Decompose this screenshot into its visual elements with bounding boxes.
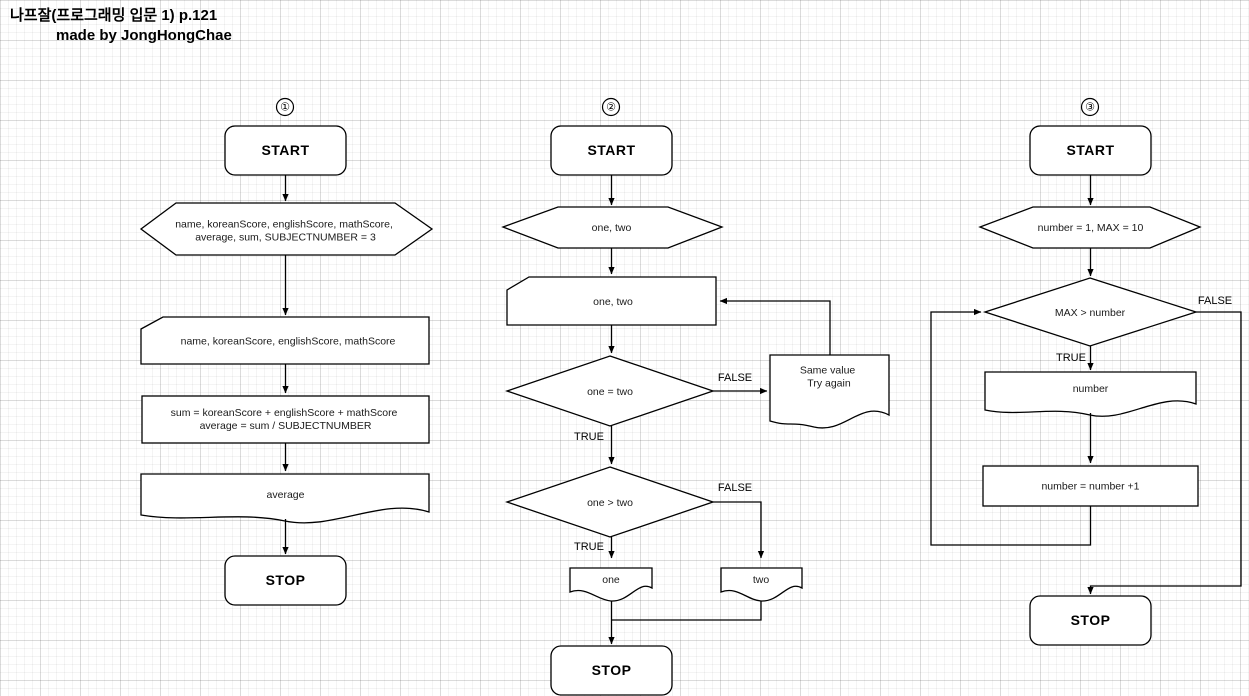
fc1-stop-terminal[interactable]: [224, 555, 347, 606]
fc1-stop-label: STOP: [266, 572, 306, 588]
fc2-input-manual[interactable]: [506, 276, 717, 326]
fc2-decision-greater-label: one > two: [587, 497, 633, 509]
flowchart-2-number-badge: ②: [601, 97, 621, 117]
fc2-retry-line-2: Try again: [807, 377, 851, 389]
fc2-conn-two-merge: [612, 601, 762, 621]
fc1-output-label: average: [267, 489, 305, 501]
fc2-label-equal-true: TRUE: [574, 431, 604, 443]
fc1-process-line-1: sum = koreanScore + englishScore + mathS…: [171, 407, 398, 419]
fc2-output-two-label: two: [753, 574, 770, 586]
fc1-process-text: sum = koreanScore + englishScore + mathS…: [171, 407, 401, 432]
flowchart-2-number: ②: [606, 101, 616, 113]
flowchart-3: ③ START number = 1, MAX = 10 MAX > numbe…: [930, 97, 1242, 646]
fc3-stop-terminal[interactable]: [1029, 595, 1152, 646]
fc3-label-false: FALSE: [1198, 295, 1232, 307]
flowchart-2: ② START one, two one, two one = two FALS…: [501, 97, 890, 696]
fc2-conn-retry-loopback: [719, 297, 831, 355]
fc1-start-label: START: [261, 142, 309, 158]
fc2-retry-text: Same value Try again: [800, 364, 858, 389]
title-line-1: 나프잘(프로그래밍 입문 1) p.121: [10, 7, 218, 24]
fc1-input-manual[interactable]: [140, 316, 430, 365]
fc3-stop-label: STOP: [1071, 612, 1111, 628]
fc2-label-greater-false: FALSE: [718, 482, 752, 494]
title-line-2: made by JongHongChae: [56, 27, 232, 45]
fc3-conn-false-to-stop: [1087, 311, 1242, 595]
flowchart-1-number-badge: ①: [275, 97, 295, 117]
fc2-conn-greater-false: [713, 501, 765, 559]
fc2-input-label: one, two: [593, 296, 633, 308]
fc3-output-label: number: [1073, 383, 1109, 395]
fc3-label-true: TRUE: [1056, 352, 1086, 364]
flowchart-3-number: ③: [1085, 101, 1095, 113]
fc2-label-equal-false: FALSE: [718, 372, 752, 384]
fc1-declare-hexagon[interactable]: [139, 202, 434, 256]
fc1-declare-line-1: name, koreanScore, englishScore, mathSco…: [175, 218, 393, 230]
fc3-process-box[interactable]: [982, 465, 1199, 507]
fc2-declare-hexagon[interactable]: [501, 206, 724, 249]
fc2-decision-greater[interactable]: [504, 466, 716, 538]
page-title: 나프잘(프로그래밍 입문 1) p.121 made by JongHongCh…: [10, 6, 232, 47]
fc1-declare-line-2: average, sum, SUBJECTNUMBER = 3: [195, 231, 376, 243]
fc2-retry-line-1: Same value: [800, 364, 856, 376]
fc3-declare-label: number = 1, MAX = 10: [1038, 222, 1144, 234]
fc1-process-line-2: average = sum / SUBJECTNUMBER: [200, 420, 372, 432]
fc2-decision-equal[interactable]: [504, 355, 716, 427]
fc2-decision-equal-label: one = two: [587, 386, 633, 398]
fc2-stop-label: STOP: [592, 662, 632, 678]
fc1-input-label: name, koreanScore, englishScore, mathSco…: [181, 335, 396, 347]
fc2-output-one-label: one: [602, 574, 620, 586]
fc3-process-label: number = number +1: [1041, 480, 1139, 492]
fc2-stop-terminal[interactable]: [550, 645, 673, 696]
fc2-start-label: START: [587, 142, 635, 158]
fc2-declare-label: one, two: [592, 222, 632, 234]
fc1-declare-text: name, koreanScore, englishScore, mathSco…: [175, 218, 396, 243]
fc3-start-label: START: [1066, 142, 1114, 158]
flowchart-1: ① START name, koreanScore, englishScore,…: [139, 97, 434, 606]
fc3-declare-hexagon[interactable]: [978, 206, 1202, 249]
flowchart-1-number: ①: [280, 101, 290, 113]
fc2-label-greater-true: TRUE: [574, 541, 604, 553]
fc2-retry-document[interactable]: [769, 354, 890, 429]
flowchart-3-number-badge: ③: [1080, 97, 1100, 117]
fc3-conn-loopback: [930, 308, 1092, 546]
fc3-decision-label: MAX > number: [1055, 307, 1126, 319]
